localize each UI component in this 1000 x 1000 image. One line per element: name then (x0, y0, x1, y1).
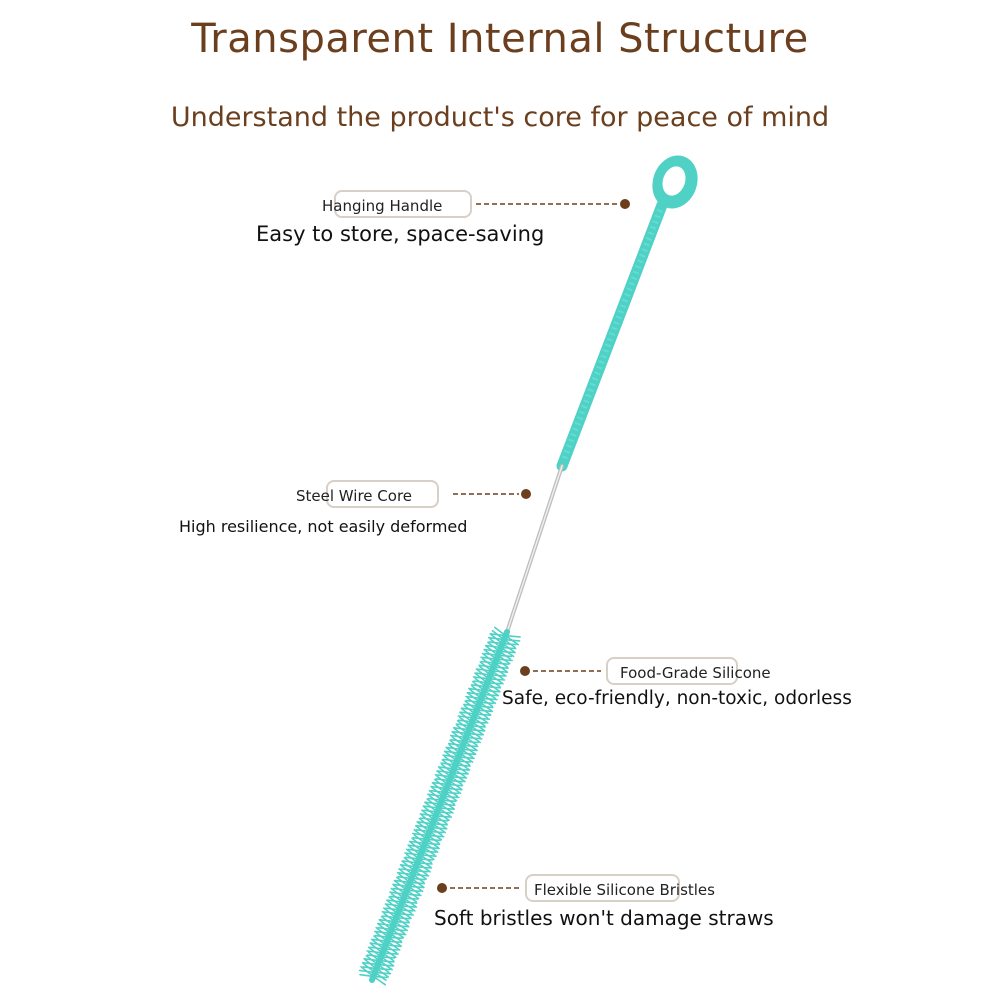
page-subtitle: Understand the product's core for peace … (170, 102, 830, 133)
hanging-handle-loop (652, 155, 698, 209)
callout-leader-steel-wire (453, 489, 531, 499)
callout-description-steel-wire-core: High resilience, not easily deformed (179, 517, 468, 536)
callout-label-flexible-bristles: Flexible Silicone Bristles (525, 874, 715, 902)
callout-leader-food-grade-silicone (520, 666, 601, 676)
callout-label-text: Hanging Handle (322, 197, 443, 215)
callout-description-hanging-handle: Easy to store, space-saving (256, 222, 545, 246)
callout-label-steel-wire-core: Steel Wire Core (296, 480, 439, 508)
callout-description-flexible-bristles: Soft bristles won't damage straws (434, 906, 774, 930)
callout-description-food-grade-silicone: Safe, eco-friendly, non-toxic, odorless (502, 688, 852, 709)
callout-dot (620, 199, 630, 209)
callout-label-text: Steel Wire Core (296, 487, 413, 505)
silicone-handle-shaft (556, 199, 668, 472)
callout-label-text: Food-Grade Silicone (620, 664, 771, 682)
callout-label-text: Flexible Silicone Bristles (534, 881, 715, 899)
callout-dot (521, 489, 531, 499)
silicone-bristles (358, 626, 521, 986)
callout-label-hanging-handle: Hanging Handle (322, 190, 472, 218)
callout-leader-hanging-handle (476, 199, 630, 209)
page-title: Transparent Internal Structure (191, 16, 809, 62)
callout-dot (437, 883, 447, 893)
callout-dot (520, 666, 530, 676)
callout-leader-flexible-bristles (437, 883, 520, 893)
callout-label-food-grade-silicone: Food-Grade Silicone (606, 657, 771, 685)
